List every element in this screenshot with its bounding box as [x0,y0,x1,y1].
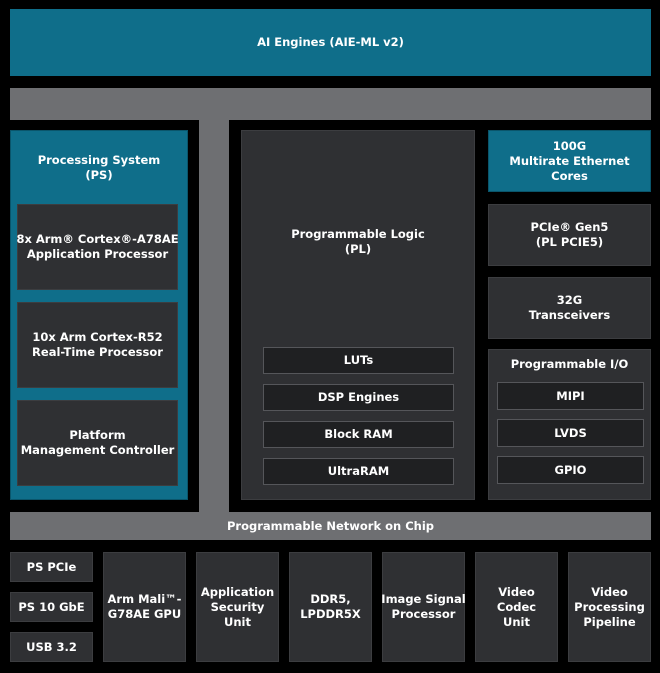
pio-lvds: LVDS [497,419,644,447]
ai-engines-block: AI Engines (AIE-ML v2) [10,9,651,76]
pcie-gen5-block: PCIe® Gen5 (PL PCIE5) [488,204,651,266]
ps-10-gbe-block: PS 10 GbE [10,592,93,622]
pio-mipi: MIPI [497,382,644,410]
application-security-unit-block: Application Security Unit [196,552,279,662]
processing-system-title: Processing System (PS) [37,153,161,182]
interconnect-vertical-bar [199,88,229,512]
ps-application-processor: 8x Arm® Cortex®-A78AE Application Proces… [16,204,179,290]
programmable-io-title: Programmable I/O [510,356,629,371]
usb-3-2-block: USB 3.2 [10,632,93,662]
pl-block-ram: Block RAM [263,421,454,448]
ps-pcie-block: PS PCIe [10,552,93,582]
pl-dsp-engines: DSP Engines [263,384,454,411]
ps-real-time-processor: 10x Arm Cortex-R52 Real-Time Processor [17,302,178,388]
gpu-block: Arm Mali™- G78AE GPU [103,552,186,662]
transceivers-block: 32G Transceivers [488,277,651,339]
interconnect-top-band [10,88,651,120]
programmable-logic-title: Programmable Logic (PL) [291,227,425,256]
video-codec-unit-block: Video Codec Unit [475,552,558,662]
ethernet-cores-block: 100G Multirate Ethernet Cores [488,130,651,192]
network-on-chip-bar: Programmable Network on Chip [10,512,651,540]
pl-ultraram: UltraRAM [263,458,454,485]
ddr5-lpddr5x-block: DDR5, LPDDR5X [289,552,372,662]
image-signal-processor-block: Image Signal Processor [381,552,466,662]
ps-platform-management-controller: Platform Management Controller [17,400,178,486]
pl-luts: LUTs [263,347,454,374]
ai-engines-label: AI Engines (AIE-ML v2) [257,35,404,49]
video-processing-pipeline-block: Video Processing Pipeline [568,552,651,662]
pio-gpio: GPIO [497,456,644,484]
